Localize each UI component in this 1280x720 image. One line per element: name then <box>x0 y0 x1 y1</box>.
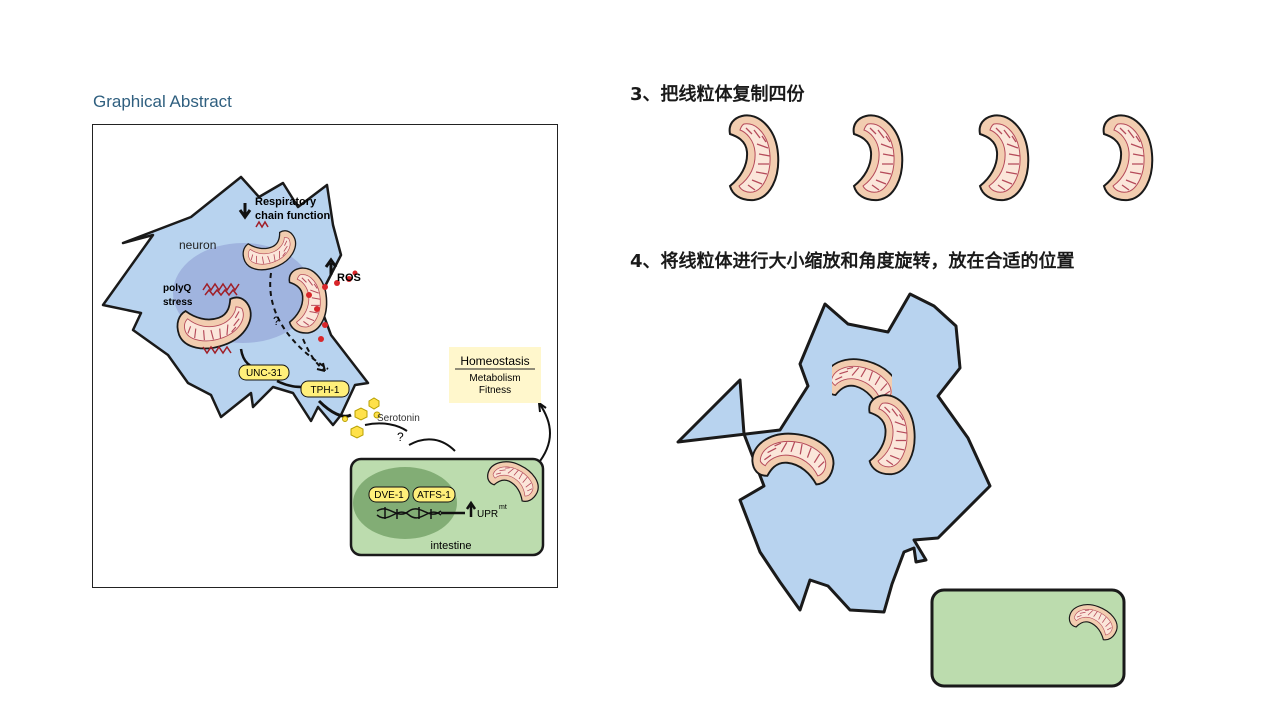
mitochondria-copies-row <box>700 112 1180 202</box>
arrow-tph1-to-synapse <box>317 399 352 418</box>
arrow-serotonin <box>364 422 408 432</box>
dna-helix-icon <box>376 507 442 519</box>
graphical-abstract-figure: Respiratory chain function neuron ROS po… <box>101 175 551 557</box>
mitochondrion-copy-2 <box>838 112 918 202</box>
unc31-badge <box>238 364 290 381</box>
polyq-aggregates-icon <box>202 220 269 355</box>
dve1-badge <box>368 486 410 503</box>
up-arrow-icon <box>324 257 338 275</box>
label-intestine: intestine <box>431 540 472 552</box>
label-polyq: polyQ <box>163 283 192 294</box>
label-atfs1: ATFS-1 <box>417 490 451 501</box>
label-respiratory: Respiratory <box>255 196 317 208</box>
dashed-arrow-respiratory <box>269 272 329 370</box>
label-metabolism: Metabolism <box>469 373 520 384</box>
assembled-intestine-cell <box>930 588 1126 688</box>
assembled-cell-diagram <box>676 292 1126 688</box>
atfs1-badge <box>412 486 456 503</box>
graphical-abstract-title: Graphical Abstract <box>93 92 232 111</box>
label-ros: ROS <box>337 272 361 284</box>
label-tph1: TPH-1 <box>311 385 340 396</box>
mitochondrion-copy-1 <box>714 112 794 202</box>
label-neuron: neuron <box>179 238 216 252</box>
step-4-text: 4、将线粒体进行大小缩放和角度旋转，放在合适的位置 <box>630 251 1075 272</box>
tph1-badge <box>300 380 350 398</box>
down-arrow-icon <box>238 203 252 220</box>
assembled-neuron-cell <box>676 292 992 614</box>
arrow-to-homeostasis <box>536 402 551 466</box>
label-stress: stress <box>163 297 193 308</box>
mitochondrion-copy-3 <box>964 112 1044 202</box>
arrow-to-intestine <box>408 438 456 452</box>
mitochondrion-copy-4 <box>1088 112 1168 202</box>
label-upr-superscript: mt <box>499 504 507 511</box>
label-unc31: UNC-31 <box>246 368 283 379</box>
label-fitness: Fitness <box>479 385 511 396</box>
graphical-abstract-panel: Respiratory chain function neuron ROS po… <box>92 124 558 588</box>
label-question-neuron: ? <box>273 314 280 328</box>
homeostasis-box <box>449 347 541 403</box>
label-homeostasis: Homeostasis <box>460 354 529 368</box>
serotonin-molecules-icon <box>342 397 381 439</box>
upr-up-arrow-icon <box>465 500 477 517</box>
dashed-arrow-ros <box>302 338 326 372</box>
ros-dots-icon <box>306 270 358 342</box>
intestine-nucleus <box>353 467 457 539</box>
label-question-serotonin: ? <box>397 430 404 444</box>
label-serotonin: Serotonin <box>377 413 420 424</box>
label-dve1: DVE-1 <box>374 490 404 501</box>
step-3-text: 3、把线粒体复制四份 <box>630 84 805 105</box>
label-upr: UPR <box>477 509 498 520</box>
label-chain-function: chain function <box>255 210 330 222</box>
